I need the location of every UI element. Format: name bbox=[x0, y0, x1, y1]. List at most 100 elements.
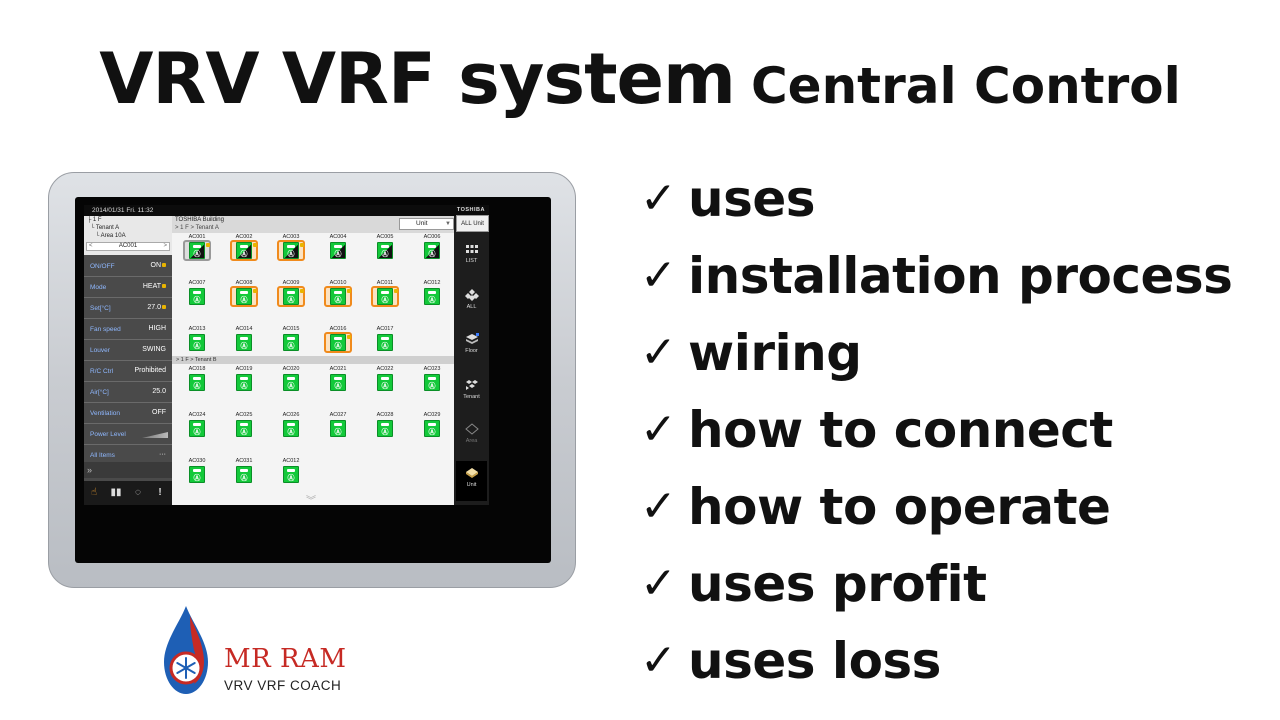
edit-dot-icon bbox=[347, 335, 351, 339]
feature-text: installation process bbox=[688, 246, 1233, 305]
unit-label: AC017 bbox=[376, 326, 394, 332]
tenant-icon bbox=[465, 380, 478, 390]
unit-selector[interactable]: < AC001 > bbox=[86, 242, 170, 251]
ac-unit-icon: Ⓐ bbox=[424, 288, 440, 305]
rail-area-button[interactable]: Area bbox=[456, 417, 487, 457]
hand-icon[interactable]: ☝ bbox=[90, 487, 98, 498]
edit-dot-icon bbox=[300, 289, 304, 293]
alarm-icon[interactable]: ! bbox=[158, 487, 162, 498]
feature-item: ✓uses loss bbox=[640, 622, 1260, 699]
edit-dot-icon bbox=[394, 289, 398, 293]
tree-tenant[interactable]: └ Tenant A bbox=[90, 225, 120, 231]
check-icon: ✓ bbox=[640, 327, 677, 378]
unit-label: AC024 bbox=[188, 412, 206, 418]
unit-label: AC010 bbox=[329, 280, 347, 286]
rail-floor-button[interactable]: Floor bbox=[456, 327, 487, 367]
check-icon: ✓ bbox=[640, 481, 677, 532]
unit-label: AC004 bbox=[329, 234, 347, 240]
schedule-icon[interactable]: ◌ bbox=[135, 487, 141, 498]
feature-text: uses bbox=[688, 169, 816, 228]
rail-all-button[interactable]: ALL bbox=[456, 283, 487, 323]
all-unit-button[interactable]: ALL Unit bbox=[456, 215, 489, 232]
unit-label: AC023 bbox=[423, 366, 441, 372]
grid-icon[interactable]: ▮▮ bbox=[110, 487, 122, 498]
ac-unit-icon: Ⓐ bbox=[189, 466, 205, 483]
logo-tagline: VRV VRF COACH bbox=[224, 678, 342, 693]
unit-detail-panel: ├ 1 F └ Tenant A └ Area 10A < AC001 > ON… bbox=[84, 216, 172, 505]
edit-dot-icon bbox=[206, 243, 210, 247]
ac-unit-icon: Ⓐ bbox=[330, 334, 346, 351]
unit-label: AC018 bbox=[188, 366, 206, 372]
rail-list-button[interactable]: LIST bbox=[456, 237, 487, 277]
unit-label: AC026 bbox=[282, 412, 300, 418]
unit-view-select[interactable]: Unit▼ bbox=[399, 218, 454, 230]
rail-tenant-button[interactable]: Tenant bbox=[456, 373, 487, 413]
check-icon: ✓ bbox=[640, 558, 677, 609]
unit-label: AC014 bbox=[235, 326, 253, 332]
prev-icon[interactable]: < bbox=[89, 243, 93, 249]
tree-area[interactable]: └ Area 10A bbox=[95, 233, 126, 239]
edit-dot-icon bbox=[162, 284, 166, 288]
feature-text: uses loss bbox=[688, 631, 941, 690]
next-icon[interactable]: > bbox=[163, 243, 167, 249]
unit-label: AC021 bbox=[329, 366, 347, 372]
tree-floor[interactable]: ├ 1 F bbox=[87, 217, 102, 223]
ac-unit-icon: Ⓐ bbox=[424, 420, 440, 437]
unit-label: AC008 bbox=[235, 280, 253, 286]
expand-panel-button[interactable]: » bbox=[84, 462, 172, 478]
scroll-down-icon[interactable]: ︾ bbox=[306, 496, 316, 505]
rail-unit-button[interactable]: Unit bbox=[456, 461, 487, 501]
ac-unit-icon: Ⓐ bbox=[283, 374, 299, 391]
ac-unit-icon: Ⓐ bbox=[424, 374, 440, 391]
area-icon bbox=[464, 423, 479, 435]
breadcrumb-tenant-b: > 1 F > Tenant B bbox=[172, 356, 454, 364]
unit-grid-area: TOSHIBA Building > 1 F > Tenant A Unit▼ … bbox=[172, 216, 454, 505]
check-icon: ✓ bbox=[640, 250, 677, 301]
feature-text: how to connect bbox=[688, 400, 1113, 459]
prop-setpoint[interactable]: Set[°C]27.0 bbox=[84, 298, 172, 319]
ac-unit-icon: Ⓐ bbox=[377, 288, 393, 305]
water-drop-snowflake-icon bbox=[164, 606, 208, 694]
unit-label: AC007 bbox=[188, 280, 206, 286]
ac-unit-icon: Ⓐ bbox=[330, 374, 346, 391]
feature-item: ✓uses profit bbox=[640, 545, 1260, 622]
